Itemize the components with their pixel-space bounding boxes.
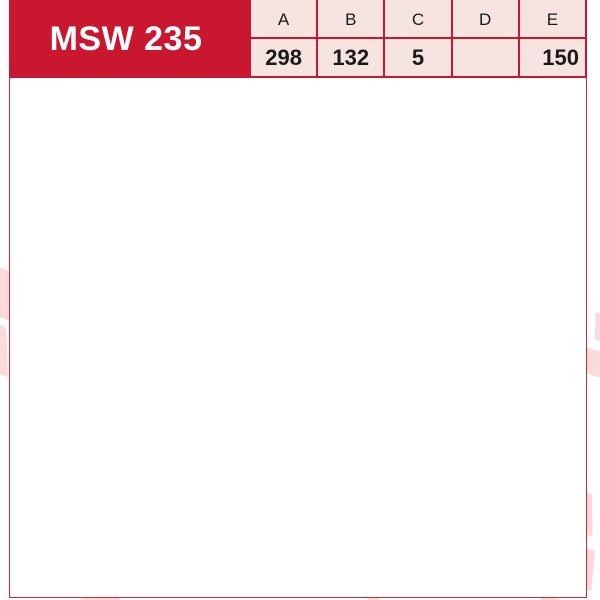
spec-label-b: B [318,0,384,37]
spec-label-d: D [452,0,518,37]
part-number: MSW 235 [49,19,203,58]
drawing-frame [9,78,587,598]
spec-label-c: C [385,0,451,37]
spec-label-e: E [519,0,585,37]
spec-value-d [452,39,518,76]
spec-value-b: 132 [318,39,384,76]
title-block: MSW 235 [9,0,249,78]
spec-value-e: 150 [519,39,585,76]
spec-table: A B C D E 298 132 5 150 [249,0,587,78]
spec-label-a: A [251,0,317,37]
spec-value-a: 298 [251,39,317,76]
spec-value-c: 5 [385,39,451,76]
header-bar: MSW 235 A B C D E 298 132 5 150 [9,0,587,78]
